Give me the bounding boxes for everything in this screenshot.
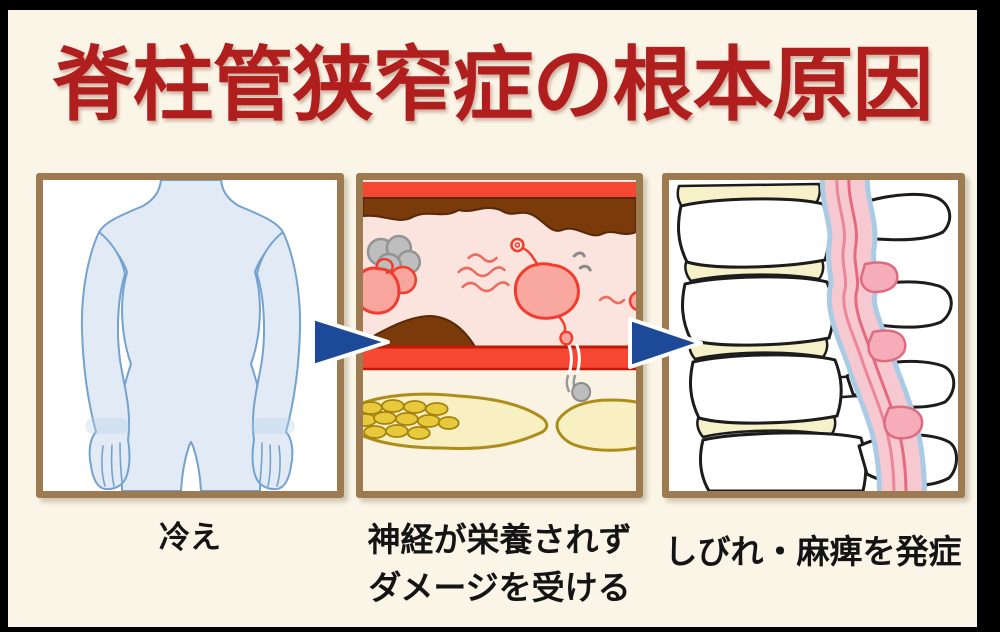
arrow-right-icon xyxy=(628,317,703,369)
panel-cold xyxy=(36,173,344,498)
body-silhouette-illustration xyxy=(80,180,302,491)
caption-cold: 冷え xyxy=(36,516,344,561)
caption-nerve-damage: 神経が栄養されず ダメージを受ける xyxy=(348,516,651,612)
blood-vessel-nerve-illustration xyxy=(363,180,636,491)
panel-spine-stenosis xyxy=(662,173,965,498)
caption-symptoms: しびれ・麻痺を発症 xyxy=(656,528,970,576)
caption-line: ダメージを受ける xyxy=(368,568,631,606)
caption-line: しびれ・麻痺を発症 xyxy=(664,533,962,570)
caption-line: 神経が栄養されず xyxy=(367,521,632,558)
arrow-right-icon xyxy=(311,316,390,368)
page-title: 脊柱管狭窄症の根本原因 xyxy=(52,41,933,131)
spine-stenosis-illustration xyxy=(676,180,958,491)
panel-nerve-damage xyxy=(356,173,643,498)
caption-line: 冷え xyxy=(159,520,221,555)
